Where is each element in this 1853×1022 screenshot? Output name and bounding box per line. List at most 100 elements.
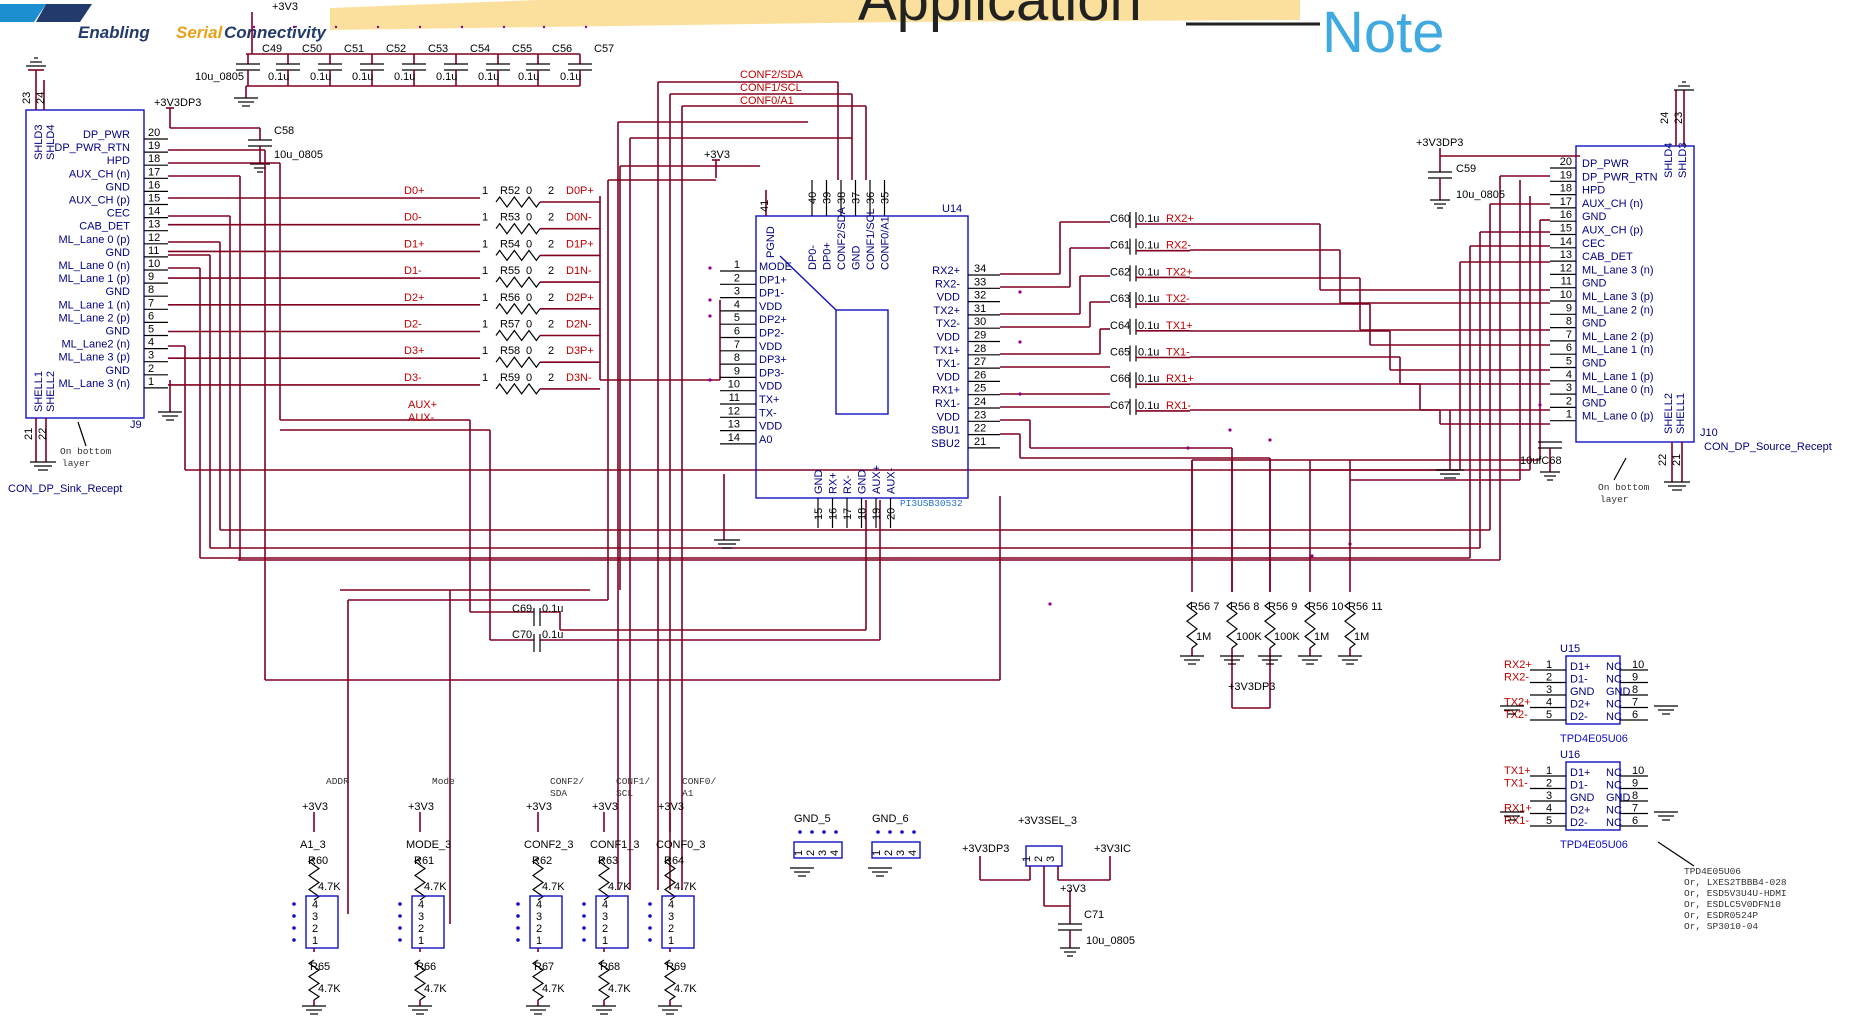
cap-c54-ref: C54: [470, 43, 490, 55]
j10-pin-num: 14: [1560, 236, 1572, 248]
u14-left-pin-num: 6: [734, 326, 740, 338]
gnd-header-dot: [912, 830, 916, 834]
u14-right-pin-num: 33: [974, 276, 986, 288]
gnd-header-pin: 2: [883, 850, 895, 856]
tvs-right-pin-name: NC: [1606, 805, 1622, 817]
res-ref: R55: [500, 265, 520, 277]
u14-left-pin-num: 2: [734, 272, 740, 284]
jumper-pin: 1: [668, 935, 674, 947]
cap-c51-value: 0.1u: [310, 71, 331, 83]
u14-right-pin-name: RX1+: [932, 385, 960, 397]
ac-cap-net: RX2+: [1166, 213, 1194, 225]
j10-shell1: SHELL1: [1675, 393, 1687, 434]
decoupling-bank: [234, 12, 580, 107]
j10-pin-21: 21: [1671, 454, 1683, 466]
j10-pin-num: 8: [1566, 316, 1572, 328]
jumper-pin-dot: [398, 902, 402, 906]
pull-res-ref: R56 8: [1230, 601, 1259, 613]
j9-dp-power: +3V3DP3: [154, 97, 201, 109]
u14-left-pin-num: 14: [728, 432, 740, 444]
ac-cap-ref: C67: [1110, 400, 1130, 412]
node-dot: [1018, 340, 1022, 344]
u14-pgnd: PGND: [765, 226, 777, 258]
res-ref: R53: [500, 212, 520, 224]
j10-pin-num: 18: [1560, 183, 1572, 195]
net-label-out: D1N-: [566, 265, 592, 277]
tvs-left-pin-name: D2-: [1570, 711, 1588, 723]
cap-c52-value: 0.1u: [352, 71, 373, 83]
tvs-right-pin-name: NC: [1606, 699, 1622, 711]
sel-pin-2: 2: [1033, 856, 1045, 862]
j10-pin-label: HPD: [1582, 185, 1605, 197]
jumper-pin: 4: [312, 899, 318, 911]
u14-right-pin-name: TX1-: [936, 358, 960, 370]
u14-right-pin-name: VDD: [937, 292, 960, 304]
res-ref: R54: [500, 238, 520, 250]
jumper-pin: 2: [418, 923, 424, 935]
j10-pin-num: 12: [1560, 262, 1572, 274]
tvs-body: [1565, 655, 1621, 725]
res-pin-1: 1: [482, 372, 488, 384]
j10-pin-label: ML_Lane 3 (p): [1582, 291, 1654, 303]
u14-right-pin-num: 21: [974, 436, 986, 448]
j9-pin-label: HPD: [107, 155, 130, 167]
net-label-out: D0N-: [566, 212, 592, 224]
sel-power-label: +3V3SEL_3: [1018, 815, 1077, 827]
u14-left-pin-num: 9: [734, 365, 740, 377]
j9-pin-label: GND: [106, 181, 131, 193]
j10-pin-label: ML_Lane 1 (p): [1582, 371, 1654, 383]
res-pin-2: 2: [548, 212, 554, 224]
res-ref: R56: [500, 292, 520, 304]
u14-thermal-pad: [835, 309, 889, 415]
jumper-bot-ref: R66: [416, 961, 436, 973]
ac-cap-value: 0.1u: [1138, 347, 1159, 359]
tvs-left-pin-name: GND: [1570, 686, 1595, 698]
tvs-left-pin-name: D2+: [1570, 699, 1591, 711]
cap-c52-ref: C52: [386, 43, 406, 55]
jumper-pin-dot: [398, 938, 402, 942]
jumper-pin-dot: [398, 926, 402, 930]
j10-pin-label: GND: [1582, 278, 1607, 290]
u14-top-pin-num: 40: [807, 192, 819, 204]
u14-right-pin-num: 34: [974, 263, 986, 275]
jumper-label: CONF0_3: [656, 839, 706, 851]
u14-right-pin-num: 29: [974, 330, 986, 342]
ac-cap-ref: C63: [1110, 293, 1130, 305]
tvs-left-pin-name: D2+: [1570, 805, 1591, 817]
j10-shld4: SHLD4: [1663, 143, 1675, 178]
node-dot: [1228, 428, 1232, 432]
sel-left-power: +3V3DP3: [962, 843, 1009, 855]
node-dot: [708, 378, 712, 382]
cap-c57-value: 0.1u: [560, 71, 581, 83]
ac-cap-value: 0.1u: [1138, 240, 1159, 252]
u14-left-pin-num: 8: [734, 352, 740, 364]
jumper-top-ref: R60: [308, 855, 328, 867]
alt-part-line: TPD4E05U06: [1684, 866, 1741, 877]
res-value: 0: [526, 238, 532, 250]
ac-cap-net: TX2+: [1166, 266, 1193, 278]
u14-top-pin-name: DP0-: [807, 245, 819, 270]
cap-c55-value: 0.1u: [478, 71, 499, 83]
jumper-pin: 1: [312, 935, 318, 947]
u14-left-pin-name: DP3-: [759, 367, 784, 379]
jumper-title: Mode: [432, 776, 455, 787]
net-label-in: D3+: [404, 345, 425, 357]
tvs-left-pin-num: 2: [1546, 778, 1552, 790]
ac-cap-value: 0.1u: [1138, 266, 1159, 278]
j10-pin-label: ML_Lane 2 (n): [1582, 304, 1654, 316]
u14-left-pin-name: DP2-: [759, 328, 784, 340]
net-label-out: D2P+: [566, 292, 594, 304]
ac-cap-ref: C60: [1110, 213, 1130, 225]
u14-bottom-pin-name: GND: [813, 470, 825, 495]
res-pin-1: 1: [482, 319, 488, 331]
j10-pin-num: 6: [1566, 342, 1572, 354]
u14-right-pin-num: 24: [974, 396, 986, 408]
u14-left-pin-name: DP1+: [759, 274, 787, 286]
jumper-pin-dot: [516, 938, 520, 942]
sel-header: +3V3SEL_3 1 2 3 +3V3DP3 +3V3IC +3V3 C71 …: [962, 815, 1135, 957]
jumper-power: +3V3: [658, 801, 684, 813]
jumper-bot-value: 4.7K: [424, 983, 447, 995]
u14-right-pin-num: 25: [974, 383, 986, 395]
jumper-bot-ref: R68: [600, 961, 620, 973]
